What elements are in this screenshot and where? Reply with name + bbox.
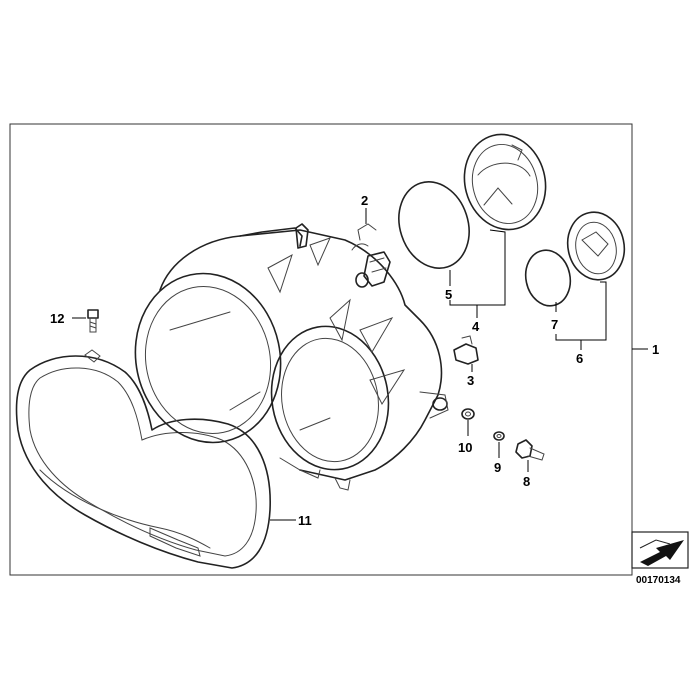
leader-lines — [72, 208, 648, 521]
callout-10: 10 — [458, 440, 472, 455]
drawing-id: 00170134 — [636, 575, 681, 586]
part-5-seal[interactable] — [388, 173, 480, 278]
part-8-bolt[interactable] — [515, 439, 545, 461]
part-4-cap[interactable] — [454, 125, 556, 238]
callout-7: 7 — [551, 317, 558, 332]
part-11-cover[interactable] — [15, 349, 271, 569]
arrow-icon[interactable] — [631, 531, 689, 569]
callout-3: 3 — [467, 373, 474, 388]
part-12-screw[interactable] — [87, 309, 99, 333]
callout-4: 4 — [472, 319, 480, 334]
part-9-washer[interactable] — [493, 431, 505, 441]
part-6-cap[interactable] — [562, 207, 631, 285]
headlight-housing[interactable] — [120, 223, 449, 491]
part-7-seal[interactable] — [521, 246, 576, 310]
part-3-socket[interactable] — [453, 335, 479, 365]
callout-12: 12 — [50, 311, 64, 326]
callout-2: 2 — [361, 193, 368, 208]
callout-8: 8 — [523, 474, 530, 489]
part-10-washer[interactable] — [461, 408, 475, 420]
callout-9: 9 — [494, 460, 501, 475]
callout-11: 11 — [298, 513, 312, 528]
callout-5: 5 — [445, 287, 452, 302]
callout-6: 6 — [576, 351, 583, 366]
callout-1: 1 — [652, 342, 659, 357]
callout-labels: 1 2 3 4 5 6 7 8 9 10 11 12 — [50, 193, 659, 528]
frame-border — [9, 123, 633, 576]
part-2-bulb[interactable] — [351, 223, 391, 288]
